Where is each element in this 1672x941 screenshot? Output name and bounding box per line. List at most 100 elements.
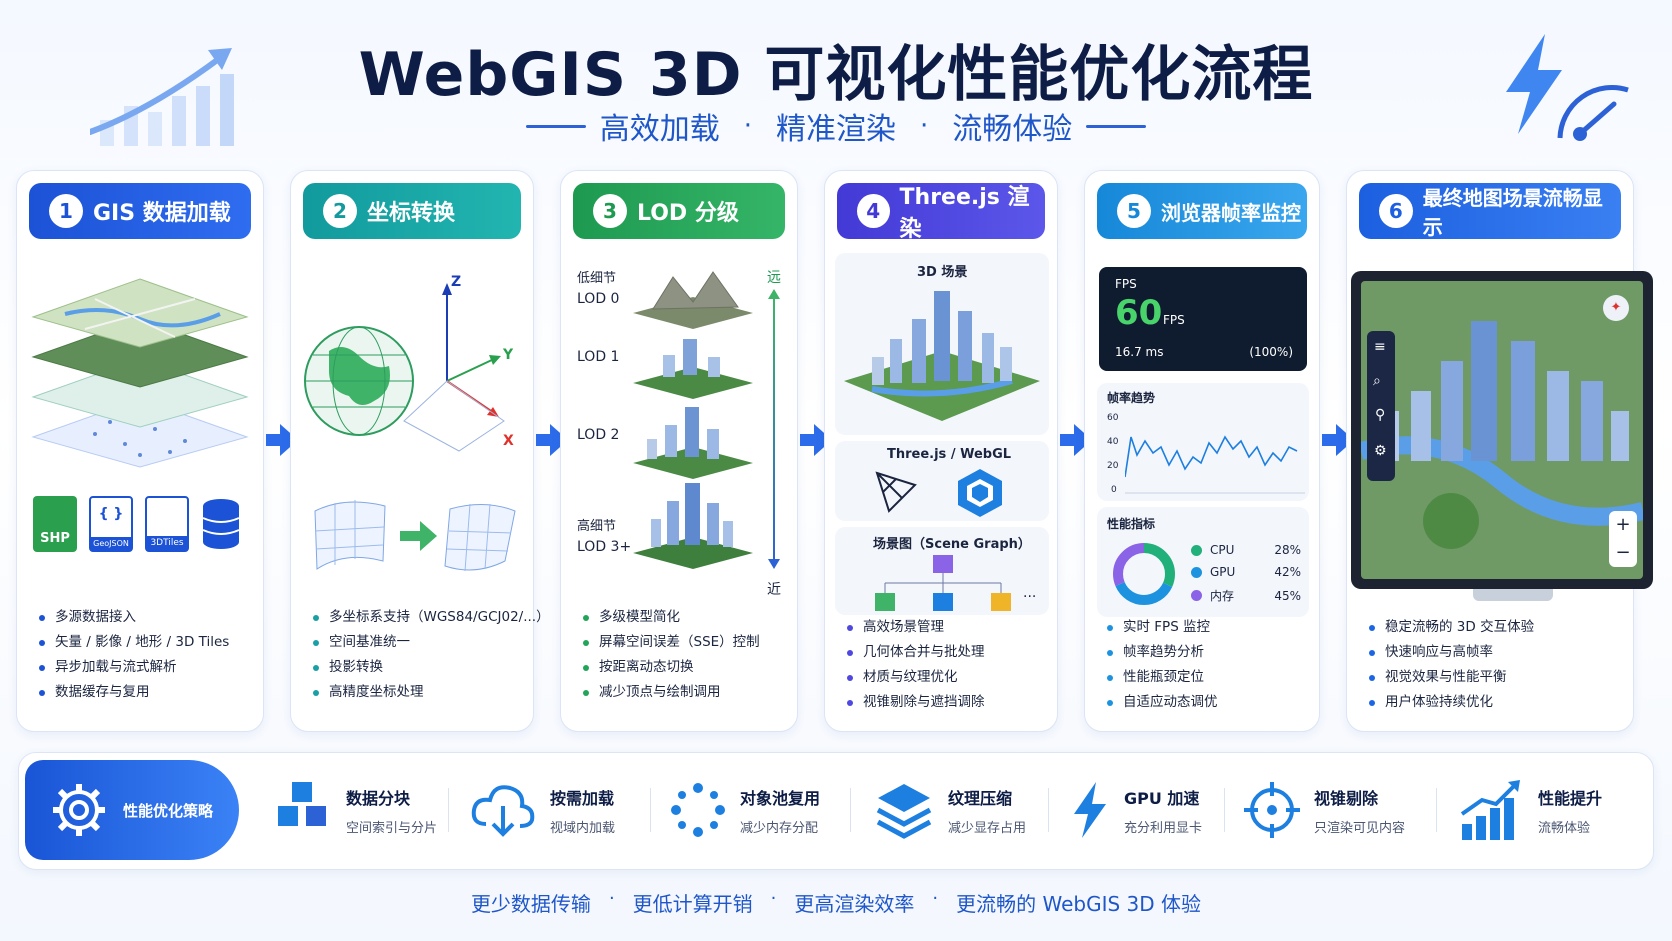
map-layers-illustration — [31, 278, 249, 468]
strategy-item: 纹理压缩减少显存占用 — [874, 770, 1026, 850]
3dtiles-label: 3DTiles — [147, 536, 187, 550]
fps-unit: FPS — [1163, 313, 1185, 327]
strategy-item-title: 对象池复用 — [740, 788, 821, 808]
threejs-logo-icon — [875, 471, 917, 513]
bullet-item: 异步加载与流式解析 — [39, 655, 255, 680]
fps-display: FPS 60 FPS 16.7 ms (100%) — [1099, 267, 1307, 371]
settings-gear-icon[interactable]: ⚙ — [1374, 443, 1387, 459]
step-bullets: 实时 FPS 监控 帧率趋势分析 性能瓶颈定位 自适应动态调优 — [1107, 615, 1311, 715]
strategy-separator — [1048, 788, 1049, 832]
bullet-item: 数据缓存与复用 — [39, 680, 255, 705]
step-bullets: 高效场景管理 几何体合并与批处理 材质与纹理优化 视锥剔除与遮挡调除 — [847, 615, 1049, 715]
axis-label-x: X — [503, 433, 514, 449]
bullet-item: 按距离动态切换 — [583, 655, 789, 680]
strategy-item-title: 性能提升 — [1538, 788, 1603, 808]
step-title: Three.js 渲染 — [899, 185, 1030, 242]
strategy-separator — [1436, 788, 1437, 832]
strategy-item: GPU 加速充分利用显卡 — [1070, 770, 1202, 850]
zoom-in-button[interactable]: + — [1615, 514, 1631, 535]
strategy-item-subtitle: 流畅体验 — [1538, 820, 1591, 836]
dots-ring-icon — [671, 783, 725, 837]
monitor-stand — [1473, 589, 1553, 601]
subtitle-line-left — [525, 124, 586, 128]
step-card-lod: 3 LOD 分级 低细节 LOD 0 LOD 1 LOD 2 高细节 LOD 3… — [560, 170, 798, 732]
bullet-item: 矢量 / 影像 / 地形 / 3D Tiles — [39, 630, 255, 655]
trend-tick: 40 — [1107, 437, 1119, 447]
metric-name: 内存 — [1210, 589, 1235, 603]
compass-icon[interactable]: ✦ — [1603, 295, 1629, 321]
step-header: 5 浏览器帧率监控 — [1097, 183, 1307, 239]
step-number: 2 — [323, 194, 357, 228]
search-icon[interactable]: ⌕ — [1373, 373, 1381, 389]
strategy-item: 数据分块空间索引与分片 — [272, 770, 437, 850]
trend-tick: 20 — [1107, 461, 1119, 471]
growth-chart-decoration — [90, 48, 234, 146]
step-number: 4 — [857, 194, 890, 228]
step-number: 3 — [593, 194, 627, 228]
panel-title: 场景图（Scene Graph） — [873, 537, 1031, 552]
grid-warp-illustration — [314, 500, 516, 572]
metric-dot — [1191, 544, 1202, 556]
step-header: 2 坐标转换 — [303, 183, 521, 239]
strategy-item: 视锥剔除只渲染可见内容 — [1244, 770, 1405, 850]
step-number: 6 — [1379, 194, 1413, 228]
step-header: 1 GIS 数据加载 — [29, 183, 251, 239]
bullet-item: 视锥剔除与遮挡调除 — [847, 690, 1049, 715]
3dtiles-file-icon: 3DTiles — [145, 496, 189, 552]
step-bullets: 稳定流畅的 3D 交互体验 快速响应与高帧率 视觉效果与性能平衡 用户体验持续优… — [1369, 615, 1625, 715]
step-title: 最终地图场景流畅显示 — [1422, 186, 1603, 239]
metrics-panel: 性能指标 CPU 28% GPU 42% 内存 45% — [1097, 507, 1309, 617]
gear-icon — [53, 784, 105, 836]
metric-dot — [1191, 590, 1202, 601]
trend-tick: 60 — [1107, 413, 1119, 423]
lod-models-illustration — [633, 271, 753, 569]
strategy-separator — [448, 788, 449, 832]
bullet-item: 帧率趋势分析 — [1107, 640, 1311, 665]
scene-graph-illustration — [875, 555, 1011, 611]
metric-dot — [1191, 566, 1202, 578]
layers-icon[interactable]: ≡ — [1374, 339, 1386, 355]
bullet-item: 多坐标系支持（WGS84/GCJ02/...） — [313, 605, 550, 630]
step-header: 6 最终地图场景流畅显示 — [1359, 183, 1621, 239]
step-header: 4 Three.js 渲染 — [837, 183, 1045, 242]
bullet-item: 稳定流畅的 3D 交互体验 — [1369, 615, 1625, 640]
strategy-item: 对象池复用减少内存分配 — [670, 770, 820, 850]
bullet-item: 高效场景管理 — [847, 615, 1049, 640]
panel-title: Three.js / WebGL — [887, 447, 1012, 462]
bullet-item: 实时 FPS 监控 — [1107, 615, 1311, 640]
bullet-item: 材质与纹理优化 — [847, 665, 1049, 690]
strategy-strip — [18, 752, 1654, 870]
axis-label-y: Y — [503, 347, 514, 363]
bullet-item: 几何体合并与批处理 — [847, 640, 1049, 665]
geojson-braces: { } — [98, 506, 124, 522]
metric-value: 42% — [1274, 565, 1301, 579]
fps-percent: (100%) — [1249, 345, 1293, 359]
chart-up-icon — [1460, 780, 1520, 840]
subtitle: 高效加载 · 精准渲染 · 流畅体验 — [0, 104, 1672, 148]
footer-benefits: 更少数据传输 · 更低计算开销 · 更高渲染效率 · 更流畅的 WebGIS 3… — [0, 888, 1672, 917]
footer-dot: · — [770, 888, 777, 909]
speedometer-lightning-decoration — [1506, 34, 1629, 141]
step-card-gis-loading: 1 GIS 数据加载 SHP { } GeoJSON 3DTiles 多源数据接… — [16, 170, 264, 732]
flow-arrow-icon — [1322, 424, 1354, 456]
fps-trend-line — [1125, 435, 1305, 494]
strategy-item-title: 按需加载 — [550, 788, 615, 808]
location-pin-icon[interactable]: ⚲ — [1375, 407, 1386, 423]
webgl-cube-icon — [958, 469, 1002, 517]
bullet-item: 投影转换 — [313, 655, 525, 680]
bullet-item: 屏幕空间误差（SSE）控制 — [583, 630, 789, 655]
frame-time: 16.7 ms — [1115, 345, 1164, 359]
strategy-item: 按需加载视域内加载 — [470, 770, 615, 850]
scene-graph-ellipsis: ··· — [1023, 589, 1037, 605]
zoom-out-button[interactable]: − — [1615, 542, 1631, 563]
page-title: WebGIS 3D 可视化性能优化流程 — [358, 40, 1314, 110]
subtitle-part: 高效加载 — [599, 112, 720, 147]
crosshair-icon — [1244, 782, 1300, 838]
strategy-item-subtitle: 减少显存占用 — [948, 820, 1027, 836]
strategy-separator — [850, 788, 851, 832]
lod-label: LOD 2 — [577, 427, 620, 443]
lightning-icon — [1074, 782, 1106, 838]
strategy-item-title: 纹理压缩 — [948, 788, 1013, 808]
metric-row: GPU 42% — [1191, 565, 1301, 579]
bullet-item: 多级模型简化 — [583, 605, 789, 630]
